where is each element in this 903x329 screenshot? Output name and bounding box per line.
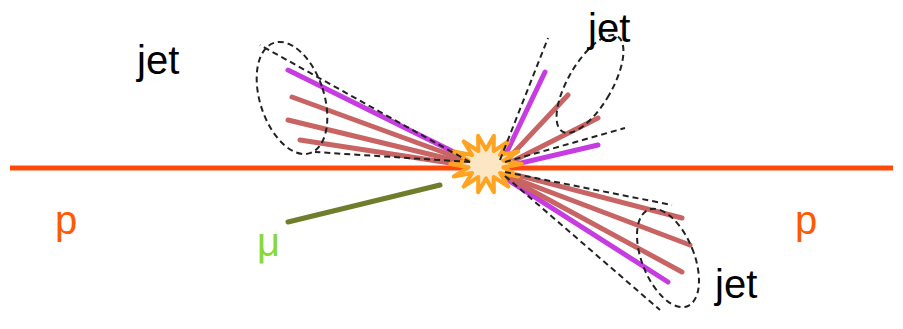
jet-cone-edge xyxy=(500,38,548,160)
jet-label: jet xyxy=(715,262,757,306)
jet-cone-edge xyxy=(505,128,625,162)
proton-label: p xyxy=(795,198,817,242)
jet-cone-rim xyxy=(624,200,711,316)
bottom-right-jet-tracks xyxy=(505,172,690,282)
muon-label: μ xyxy=(257,220,280,264)
jet-cone-edge xyxy=(505,172,672,205)
jet-cone-edge xyxy=(260,45,470,162)
proton-beam xyxy=(10,166,893,171)
jet-cone-edge xyxy=(505,176,660,310)
jet-label: jet xyxy=(588,6,630,50)
jet-cone-edge xyxy=(315,152,470,162)
proton-label: p xyxy=(55,198,77,242)
jet-cones xyxy=(244,25,712,316)
muon-track xyxy=(288,185,440,222)
left-jet-tracks xyxy=(288,70,470,166)
jet-label: jet xyxy=(137,38,179,82)
collision-burst xyxy=(450,136,521,192)
jet-cone-rim xyxy=(244,33,341,163)
